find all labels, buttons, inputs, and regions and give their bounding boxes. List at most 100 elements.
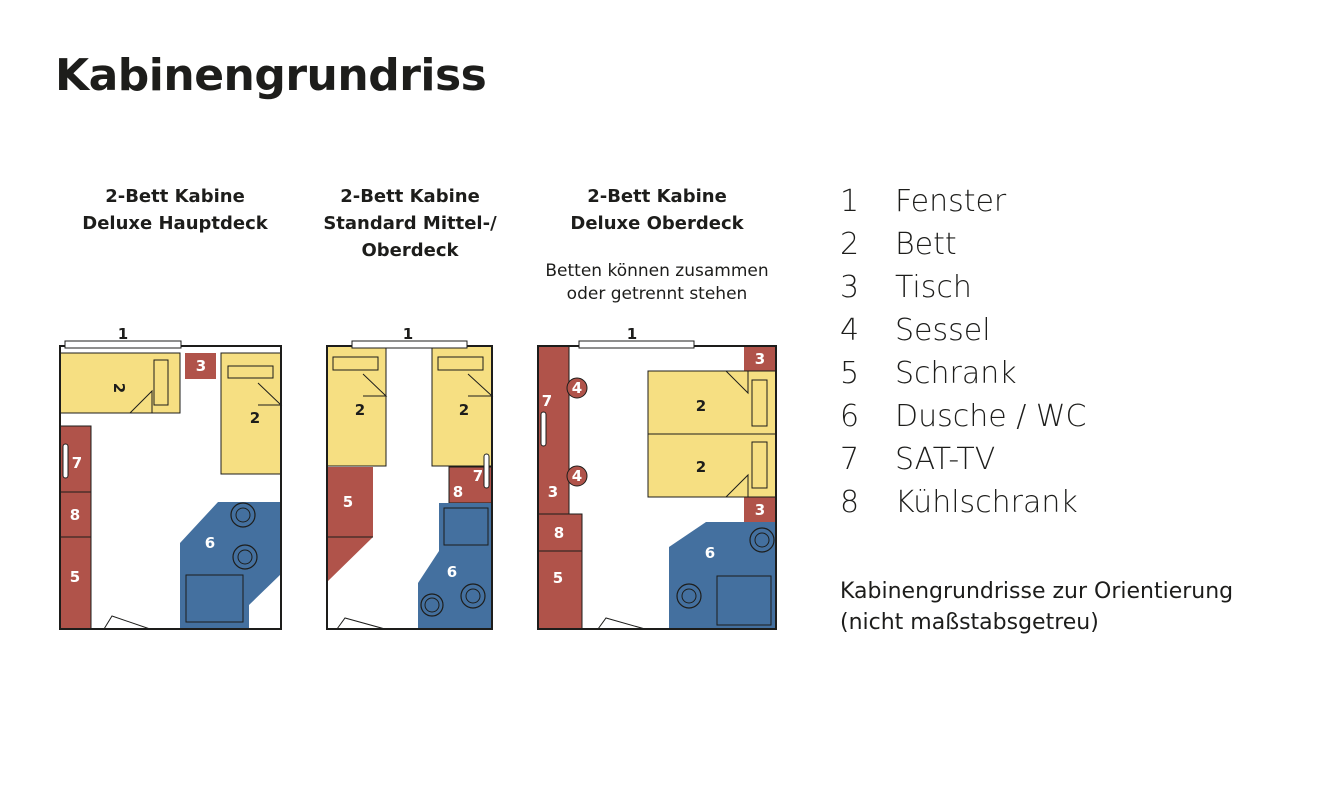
bed [431,345,493,467]
label-shower: 6 [705,544,715,562]
shower-tray [185,574,244,623]
label-table: 3 [755,501,765,519]
pillow [227,365,274,379]
legend-label: Fenster [895,184,1007,219]
legend-number: 7 [840,442,860,477]
blanket-fold [725,473,749,498]
legend-label: Dusche / WC [895,399,1087,434]
legend-label: SAT-TV [895,442,996,477]
label-fridge: 8 [453,483,463,501]
legend-number: 1 [840,184,860,219]
label-armchair: 4 [572,467,582,485]
pillow [332,356,379,371]
legend-label: Schrank [895,356,1017,391]
window [351,340,468,349]
cabin-title-line: 2-Bett Kabine [340,186,480,207]
window [578,340,695,349]
bed-arrangement-note: Betten können zusammen oder getrennt ste… [517,260,797,306]
window [64,340,182,349]
door-swing [597,617,646,630]
bed [326,345,387,467]
label-table: 3 [755,350,765,368]
label-window: 1 [118,325,128,343]
armchair [566,377,588,399]
pillow [751,441,768,489]
cabin-title-standard: 2-Bett Kabine Standard Mittel-/ Oberdeck [290,183,530,264]
label-bed: 2 [250,409,260,427]
label-armchair: 4 [572,379,582,397]
sink-icon [749,527,775,553]
label-bed: 2 [110,383,128,393]
tv-screen-icon [483,453,490,489]
pillow [437,356,484,371]
sink-icon [754,532,770,548]
label-bed: 2 [696,397,706,415]
legend-number: 3 [840,270,860,305]
toilet-icon [676,583,702,609]
label-wardrobe: 5 [553,569,563,587]
cabin-title-line: Oberdeck [361,240,459,261]
legend-item: 8 Kühlschrank [840,481,1087,524]
legend-number: 6 [840,399,860,434]
legend-number: 2 [840,227,860,262]
shower-wc [180,502,281,629]
label-shower: 6 [447,563,457,581]
cabin-title-deluxe-hauptdeck: 2-Bett Kabine Deluxe Hauptdeck [55,183,295,237]
wardrobe [537,550,583,630]
legend-item: 1 Fenster [840,180,1087,223]
sink-icon [230,502,256,528]
toilet-icon [681,588,697,604]
footnote: Kabinengrundrisse zur Orientierung (nich… [840,576,1233,638]
label-wardrobe: 5 [343,493,353,511]
legend-number: 5 [840,356,860,391]
armchair [566,465,588,487]
door-swing [336,617,386,630]
note-line: Betten können zusammen [545,261,769,281]
blanket-fold [725,370,749,395]
bedside-table [744,497,776,522]
floor-plan-standard: 1 2 2 5 7 8 6 [326,325,494,630]
cabin-title-line: 2-Bett Kabine [105,186,245,207]
toilet-icon [465,588,481,604]
label-tv: 7 [473,467,483,485]
toilet-icon [460,583,486,609]
blanket-fold [129,389,153,414]
legend-item: 7 SAT-TV [840,438,1087,481]
bed [59,352,181,414]
wardrobe [59,536,92,630]
pillow [153,359,169,406]
shower-tray [716,575,772,626]
wardrobe [327,467,373,582]
shower-wc [418,503,492,629]
table [185,353,216,379]
legend-number: 4 [840,313,860,348]
blanket-fold [362,373,388,397]
bed [647,370,777,435]
bed [220,352,282,475]
label-bed: 2 [696,458,706,476]
legend-number: 8 [840,485,860,520]
legend-item: 6 Dusche / WC [840,395,1087,438]
shower-tray [443,507,489,546]
page-title: Kabinengrundriss [55,50,487,101]
bedside-table [744,346,776,371]
tv-screen-icon [540,411,547,447]
sink-icon [424,597,440,613]
floor-plan-deluxe-oberdeck: 1 7 4 4 3 8 5 3 3 2 2 6 [537,325,777,630]
note-line: oder getrennt stehen [566,284,748,304]
label-tv: 7 [72,454,82,472]
cabin-title-line: Standard Mittel-/ [323,213,497,234]
footnote-line: Kabinengrundrisse zur Orientierung [840,579,1234,604]
tv-screen-icon [62,443,69,479]
legend-label: Bett [895,227,957,262]
label-window: 1 [403,325,413,343]
floor-plan-deluxe-hauptdeck: 1 2 2 3 7 8 5 6 [59,325,283,630]
label-table: 3 [548,483,558,501]
toilet-icon [237,549,253,565]
label-tv: 7 [542,392,552,410]
legend-label: Kühlschrank [895,485,1078,520]
label-table: 3 [196,357,206,375]
